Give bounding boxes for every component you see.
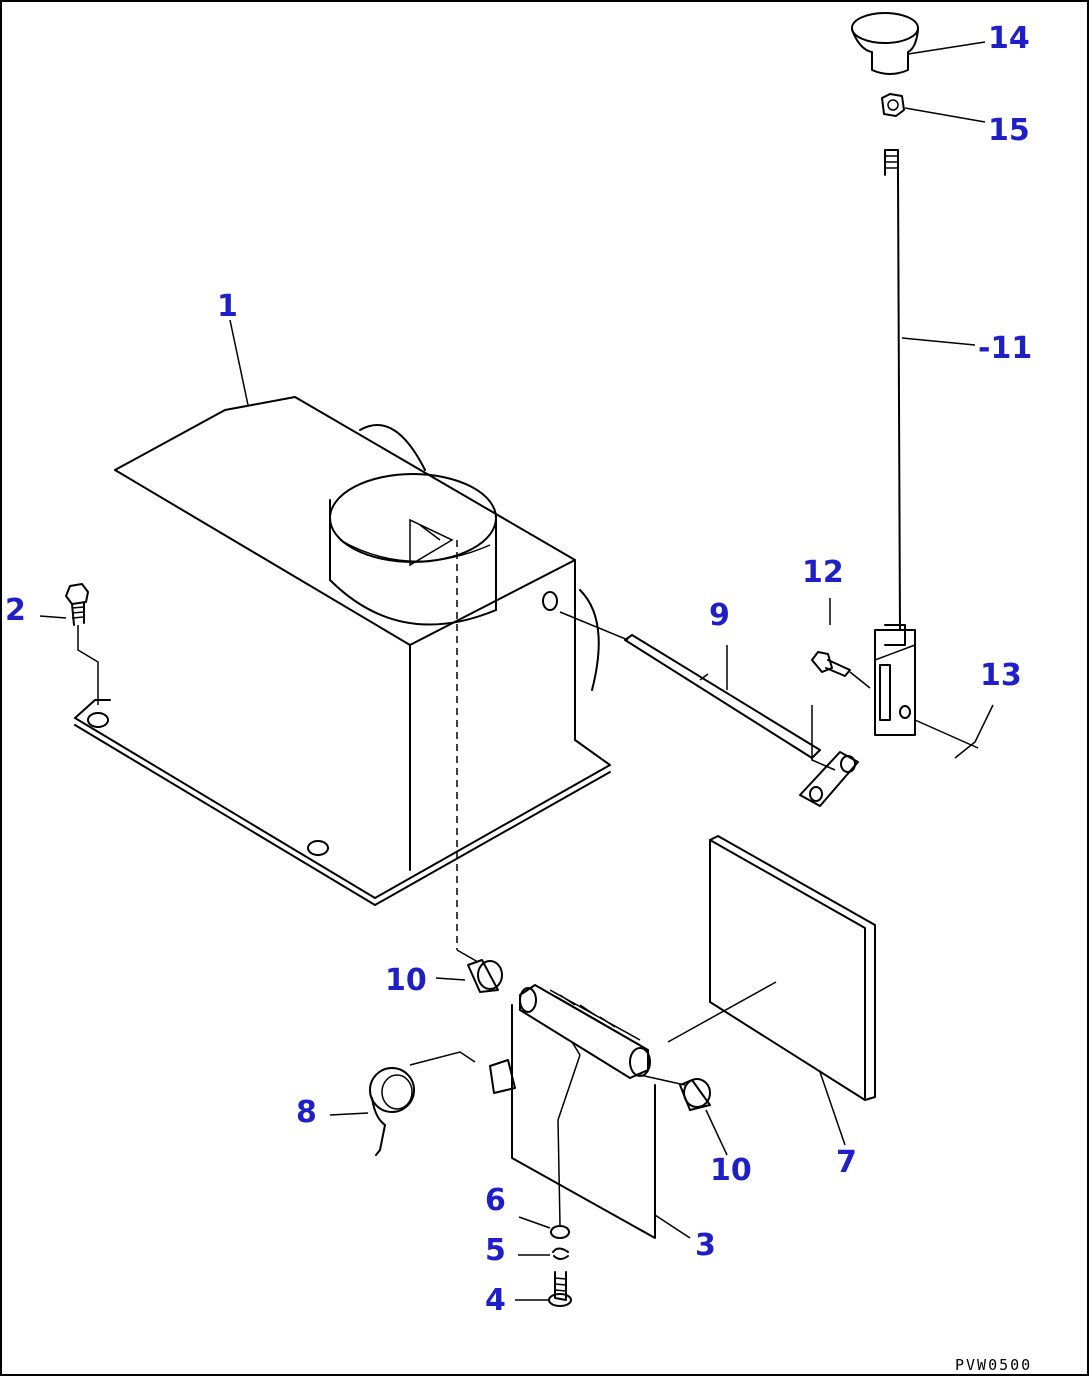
part-1-housing xyxy=(74,319,611,906)
callout-11: -11 xyxy=(978,331,1032,366)
callout-13: 13 xyxy=(980,658,1022,693)
part-10-bushing-upper xyxy=(435,540,503,993)
callout-8: 8 xyxy=(296,1095,317,1130)
part-13-leader xyxy=(914,704,994,759)
part-5-lock-washer xyxy=(518,1247,569,1260)
callout-6: 6 xyxy=(485,1183,506,1218)
callout-3: 3 xyxy=(695,1228,716,1263)
part-7-panel xyxy=(667,835,876,1146)
part-12-pin xyxy=(811,598,871,689)
part-9-shaft xyxy=(559,611,859,807)
callout-15: 15 xyxy=(988,113,1030,148)
part-6-washer xyxy=(518,1216,570,1239)
drawing-code: PVW0500 xyxy=(955,1356,1032,1374)
part-10-bushing-lower xyxy=(679,1078,728,1156)
callout-10-lower: 10 xyxy=(710,1153,752,1188)
part-3-flap xyxy=(489,984,691,1239)
part-2-bolt xyxy=(39,583,99,705)
callout-10-upper: 10 xyxy=(385,963,427,998)
callout-2: 2 xyxy=(5,593,26,628)
callout-7: 7 xyxy=(836,1145,857,1180)
callout-1: 1 xyxy=(217,289,238,324)
part-11-rod xyxy=(874,149,976,736)
callout-12: 12 xyxy=(802,555,844,590)
part-15-nut xyxy=(881,93,986,123)
part-14-knob xyxy=(851,12,986,75)
callout-5: 5 xyxy=(485,1233,506,1268)
part-4-screw xyxy=(515,1271,572,1307)
callout-9: 9 xyxy=(709,598,730,633)
callout-4: 4 xyxy=(485,1283,506,1318)
callout-14: 14 xyxy=(988,21,1030,56)
part-8-spring xyxy=(329,1051,476,1156)
